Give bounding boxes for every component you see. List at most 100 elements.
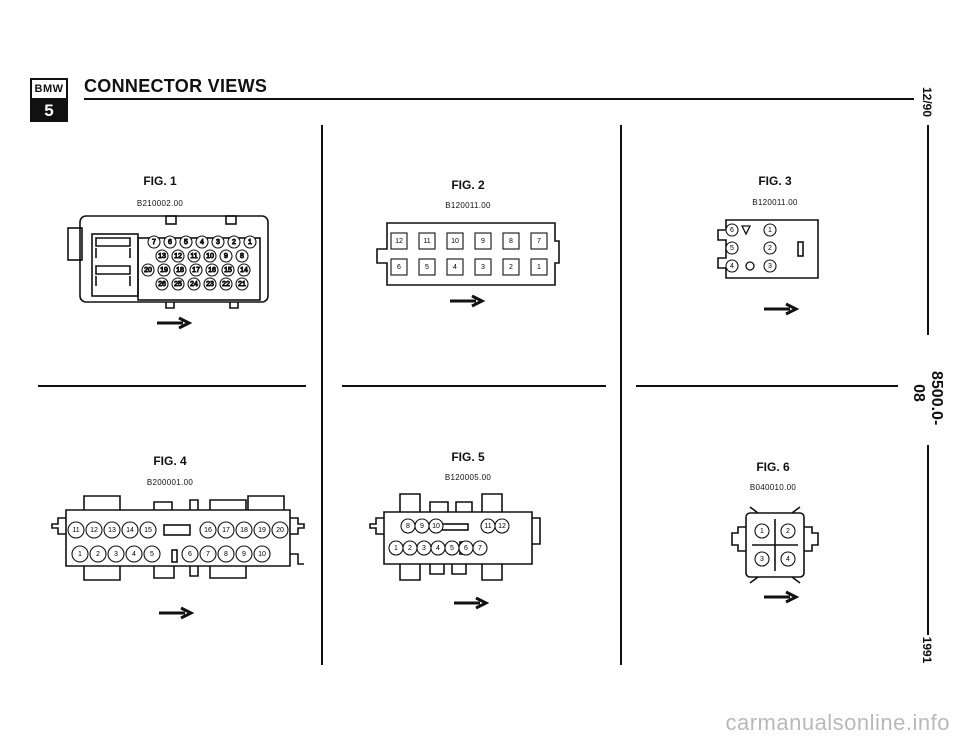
fig4-pin-2 [89,545,107,563]
fig4-pin-7 [199,545,217,563]
fig4-pin-17 [217,521,235,539]
fig1-pin-23-label: 23 [206,281,214,288]
fig6-pin-3 [754,551,770,567]
header-rule [84,98,914,100]
fig5-pin-7-label: 7 [478,545,482,552]
fig2-pin-12-label: 12 [395,238,403,245]
watermark-text: carmanualsonline.info [725,710,950,735]
fig3-pin-1 [763,223,777,237]
fig2-pin-5-label: 5 [425,264,429,271]
fig5-pin-10-label: 10 [432,523,440,530]
fig6-pin-4 [780,551,796,567]
fig4-pin-5-label: 5 [150,551,154,558]
fig4-direction-arrow [159,606,195,620]
fig6-pin-1 [754,523,770,539]
fig1-pin-10-label: 10 [206,253,214,260]
fig2-pin-9-label: 9 [481,238,485,245]
fig5-pin-1-label: 1 [394,545,398,552]
fig4-pin-16-label: 16 [204,527,212,534]
column-divider-left [321,125,323,665]
fig4-code: B200001.00 [146,478,194,487]
side-margin: 12/90 8500.0-08 1991 [905,75,949,675]
fig4-pin-9 [235,545,253,563]
fig4-pin-12-label: 12 [90,527,98,534]
fig6-pin-2-label: 2 [786,528,790,535]
fig4-pin-17-label: 17 [222,527,230,534]
fig2-pin-8-label: 8 [509,238,513,245]
fig1-pin-5 [179,235,193,249]
fig2-pin-8 [502,232,520,250]
fig4-pin-6 [181,545,199,563]
fig6-code: B040010.00 [749,483,797,492]
fig6-pin-3-label: 3 [760,556,764,563]
row-divider-middle [342,385,606,387]
fig1-pin-7 [147,235,161,249]
fig3-pin-4 [725,259,739,273]
fig2-direction-arrow [450,294,486,308]
fig4-pin-1 [71,545,89,563]
fig5-label: FIG. 5 [451,450,485,464]
fig1-pin-22-label: 22 [222,281,230,288]
fig3-pin-3 [763,259,777,273]
fig2-pin-11 [418,232,436,250]
fig1-pin-6-label: 6 [168,239,172,246]
fig4-pin-6-label: 6 [188,551,192,558]
fig2-pin-2-label: 2 [509,264,513,271]
fig5-pin-9-label: 9 [420,523,424,530]
fig1-direction-arrow [157,316,193,330]
fig2-pin-9 [474,232,492,250]
logo-bottom-text: 5 [32,100,66,122]
fig5-pin-4-label: 4 [436,545,440,552]
fig6-pin-4-label: 4 [786,556,790,563]
fig5-pin-8-label: 8 [406,523,410,530]
fig3-pin-3-label: 3 [768,263,772,270]
fig5-code: B120005.00 [444,473,492,482]
fig4-pin-2-label: 2 [96,551,100,558]
fig1-pin-15 [221,263,235,277]
fig1-pin-25-label: 25 [174,281,182,288]
fig5-direction-arrow [454,596,490,610]
fig4-pin-19-label: 19 [258,527,266,534]
fig3-direction-arrow [764,302,800,316]
side-section: 8500.0-08 [910,371,945,426]
fig1-pin-24 [187,277,201,291]
fig1-pin-17-label: 17 [192,267,200,274]
fig4-pin-1-label: 1 [78,551,82,558]
fig4-pin-3-label: 3 [114,551,118,558]
fig5-pin-7 [472,540,488,556]
page-header: BMW 5 CONNECTOR VIEWS [24,70,914,130]
fig1-pin-6 [163,235,177,249]
fig4-pin-11-label: 11 [72,527,79,534]
fig4-pin-13-label: 13 [108,527,116,534]
fig5-pin-6-label: 6 [464,545,468,552]
fig6-direction-arrow [764,590,800,604]
fig1-pin-20-label: 20 [144,267,152,274]
fig4-pin-20-label: 20 [276,527,284,534]
fig1-pin-16-label: 16 [208,267,216,274]
fig3-pin-4-label: 4 [730,263,734,270]
fig1-pin-9 [219,249,233,263]
fig5-pin-12-label: 12 [498,523,506,530]
fig2-pin-1-label: 1 [537,264,541,271]
fig2-pin-5 [418,258,436,276]
fig3-pin-6-label: 6 [730,227,734,234]
fig2-pin-10 [446,232,464,250]
fig2-pin-7-label: 7 [537,238,541,245]
fig3-pin-5-label: 5 [730,245,734,252]
fig4-pin-3 [107,545,125,563]
fig4-pin-13 [103,521,121,539]
fig4-pin-7-label: 7 [206,551,210,558]
side-year: 1991 [920,636,934,664]
fig2-pin-2 [502,258,520,276]
fig1-pin-19-label: 19 [160,267,168,274]
fig4-pin-5 [143,545,161,563]
fig5-pin-3-label: 3 [422,545,426,552]
fig1-pin-18 [173,263,187,277]
fig1-pin-18-label: 18 [176,267,184,274]
fig5-pin-12 [494,518,510,534]
fig3-pin-6 [725,223,739,237]
fig4-label: FIG. 4 [153,454,187,468]
fig3-pin-2-label: 2 [768,245,772,252]
